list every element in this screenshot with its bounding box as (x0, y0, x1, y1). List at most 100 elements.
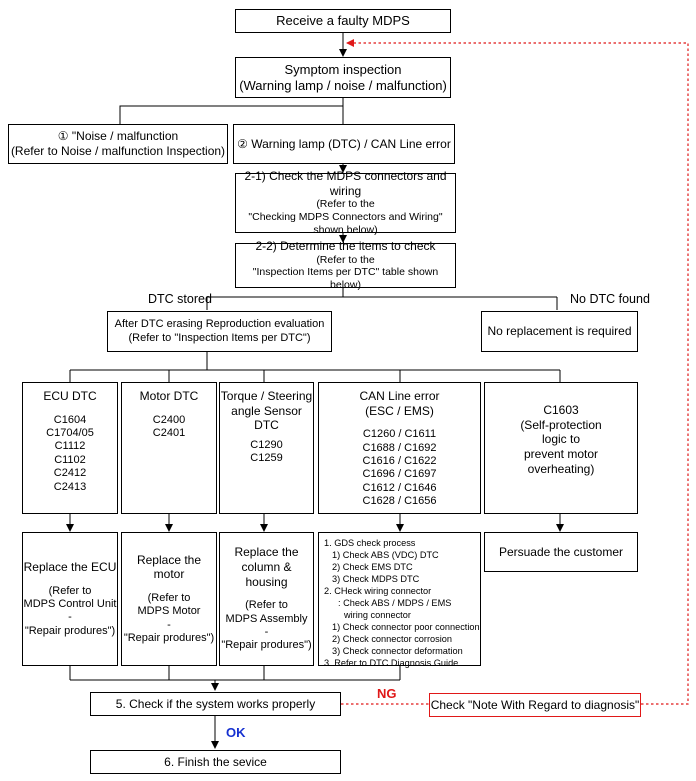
dtc-code: C1628 / C1656 (362, 495, 437, 508)
torque-dtc-box: Torque / Steering angle Sensor DTC C1290… (219, 382, 314, 514)
c1603-line: overheating) (527, 461, 595, 476)
dtc-code: C1696 / C1697 (362, 468, 437, 481)
replace-ecu-ref: "Repair produres") (24, 624, 116, 637)
dtc-code: C1604 (53, 413, 87, 426)
replace-column-title: column & housing (241, 559, 292, 589)
dtc-code: C2400 (152, 413, 186, 426)
list-item: 1) Check ABS (VDC) DTC (332, 550, 439, 561)
receive-box: Receive a faulty MDPS (235, 9, 451, 33)
finish-box: 6. Finish the sevice (90, 750, 341, 774)
motor-dtc-box: Motor DTC C2400 C2401 (121, 382, 217, 514)
replace-motor-ref: MDPS Motor (137, 605, 201, 618)
step22-ref1: (Refer to the (316, 253, 375, 266)
ok-label: OK (226, 725, 246, 740)
ecu-dtc-box: ECU DTC C1604 C1704/05 C1112 C1102 C2412… (22, 382, 118, 514)
can-dtc-box: CAN Line error (ESC / EMS) C1260 / C1611… (318, 382, 481, 514)
replace-ecu-ref: (Refer to (48, 584, 92, 597)
step21-box: 2-1) Check the MDPS connectors and wirin… (235, 169, 456, 236)
list-item: wiring connector (344, 610, 411, 621)
ecu-dtc-title: ECU DTC (43, 389, 97, 403)
list-item: : Check ABS / MDPS / EMS (338, 598, 452, 609)
motor-dtc-title: Motor DTC (139, 389, 199, 403)
dtc-code: C1616 / C1622 (362, 455, 437, 468)
check-system-text: 5. Check if the system works properly (115, 696, 316, 711)
can-dtc-title: (ESC / EMS) (365, 403, 434, 418)
dtc-code: C2412 (53, 467, 87, 480)
dtc-code: C1112 (54, 440, 86, 453)
replace-ecu-title: Replace the ECU (23, 559, 117, 574)
step22-ref2: "Inspection Items per DTC" table shown b… (252, 266, 439, 292)
warning-text: ② Warning lamp (DTC) / CAN Line error (237, 136, 451, 151)
dtc-code: C1704/05 (46, 427, 94, 440)
split-noise-warning (119, 98, 344, 124)
list-item: 2. CHeck wiring connector (324, 586, 432, 597)
persuade-box: Persuade the customer (484, 532, 638, 572)
note-box: Check "Note With Regard to diagnosis" (429, 693, 641, 717)
after-dtc-box: After DTC erasing Reproduction evaluatio… (107, 311, 332, 352)
c1603-line: (Self-protection (520, 417, 602, 432)
noise-box: ① "Noise / malfunction (Refer to Noise /… (8, 124, 228, 164)
torque-dtc-title: Torque / Steering (220, 389, 313, 403)
dtc-code: C2413 (53, 480, 87, 493)
replace-motor-ref: - (167, 618, 171, 631)
ng-loop-back (350, 42, 689, 705)
finish-text: 6. Finish the sevice (164, 754, 267, 769)
ng-label: NG (377, 686, 397, 701)
persuade-text: Persuade the customer (498, 544, 624, 559)
step21-ref1: (Refer to the (316, 198, 375, 211)
dtc-code: C1612 / C1646 (362, 481, 437, 494)
noise-title: ① "Noise / malfunction (57, 129, 179, 144)
dtc-code: C1102 (54, 453, 86, 466)
step21-title: 2-1) Check the MDPS connectors and wirin… (244, 169, 447, 198)
label-dtc-stored: DTC stored (148, 292, 212, 306)
symptom-subtitle: (Warning lamp / noise / malfunction) (239, 77, 447, 93)
symptom-title: Symptom inspection (284, 61, 402, 77)
dtc-code: C1290 (250, 438, 283, 451)
torque-dtc-title: DTC (254, 418, 279, 433)
c1603-box: C1603 (Self-protection logic to prevent … (484, 382, 638, 514)
torque-dtc-title: angle Sensor (231, 403, 302, 418)
dtc-code: C1260 / C1611 (362, 428, 437, 441)
c1603-line: prevent motor (523, 446, 599, 461)
replace-column-title: Replace the (234, 545, 299, 560)
replace-motor-ref: (Refer to (147, 591, 191, 604)
list-item: 1. GDS check process (324, 538, 416, 548)
replace-column-ref: - (264, 625, 269, 638)
c1603-line: C1603 (543, 403, 579, 417)
receive-text: Receive a faulty MDPS (276, 13, 410, 29)
list-item: 2) Check EMS DTC (332, 562, 413, 573)
replace-motor-box: Replace the motor (Refer to MDPS Motor -… (121, 532, 217, 666)
can-dtc-title: CAN Line error (359, 389, 440, 403)
noise-ref: (Refer to Noise / malfunction Inspection… (10, 144, 226, 158)
dtc-code: C1259 (250, 452, 283, 465)
replace-ecu-box: Replace the ECU (Refer to MDPS Control U… (22, 532, 118, 666)
no-replacement-text: No replacement is required (487, 324, 632, 339)
replace-motor-ref: "Repair produres") (123, 632, 215, 645)
note-text: Check "Note With Regard to diagnosis" (430, 697, 640, 712)
label-no-dtc: No DTC found (570, 292, 650, 306)
dtc-code: C2401 (152, 427, 186, 440)
step21-ref3: shown below) (313, 224, 378, 237)
replace-ecu-ref: MDPS Control Unit (23, 597, 117, 610)
symptom-box: Symptom inspection (Warning lamp / noise… (235, 57, 451, 98)
check-system-box: 5. Check if the system works properly (90, 692, 341, 716)
step22-title: 2-2) Determine the items to check (255, 239, 436, 253)
replace-ecu-ref: - (68, 611, 72, 624)
replace-column-ref: "Repair produres") (221, 639, 312, 652)
step22-box: 2-2) Determine the items to check (Refer… (235, 239, 456, 291)
list-item: 3. Refer to DTC Diagnosis Guide (324, 658, 459, 669)
list-item: 3) Check connector deformation (332, 646, 463, 657)
no-replacement-box: No replacement is required (481, 311, 638, 352)
warning-box: ② Warning lamp (DTC) / CAN Line error (233, 124, 455, 164)
list-item: 1) Check connector poor connection (332, 622, 480, 633)
list-item: 3) Check MDPS DTC (332, 574, 420, 585)
after-dtc-ref: (Refer to "Inspection Items per DTC") (128, 331, 311, 344)
can-check-list: 1. GDS check process 1) Check ABS (VDC) … (318, 532, 481, 669)
replace-column-box: Replace the column & housing (Refer to M… (219, 532, 314, 666)
after-dtc-title: After DTC erasing Reproduction evaluatio… (114, 318, 325, 331)
list-item: 2) Check connector corrosion (332, 634, 453, 645)
step21-ref2: "Checking MDPS Connectors and Wiring" (248, 211, 443, 224)
replace-column-ref: (Refer to (245, 599, 288, 612)
replace-motor-title: Replace the motor (136, 552, 202, 582)
